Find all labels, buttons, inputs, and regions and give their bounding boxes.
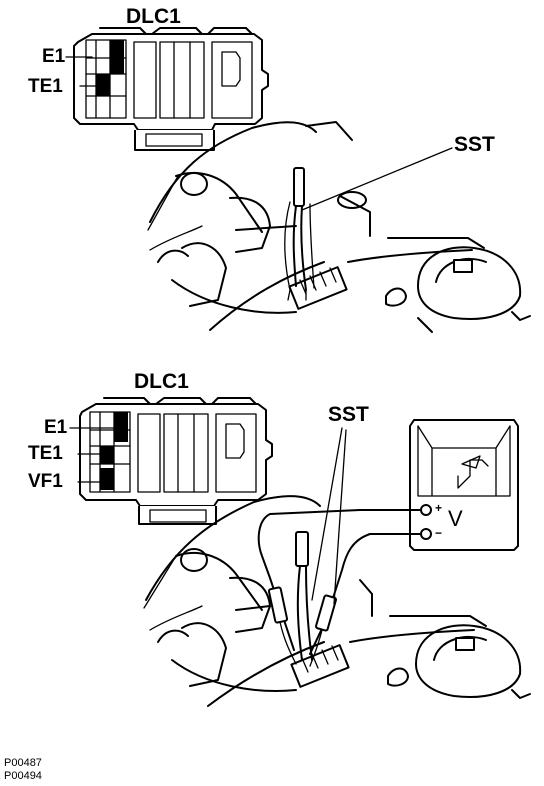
- strut-mount-top: [417, 246, 522, 320]
- te1-terminal-bottom: [100, 446, 114, 464]
- pin-label-vf1-bottom: VF1: [28, 471, 63, 492]
- dlc1-connector-bottom: [79, 397, 273, 525]
- strut-mount-bottom: [415, 624, 522, 698]
- voltmeter: [409, 419, 519, 551]
- e1-terminal-top: [110, 40, 124, 74]
- e1-terminal-bottom: [114, 412, 128, 442]
- pin-label-e1-top: E1: [42, 46, 66, 67]
- needle-icon: [457, 459, 489, 489]
- voltmeter-plus-sign: +: [435, 501, 443, 515]
- sst-leader-bottom-b: [333, 429, 347, 605]
- sst-label-bottom: SST: [328, 403, 369, 426]
- check-connector-bottom: [290, 644, 350, 688]
- sst-leader-top: [301, 147, 453, 211]
- sst-label-top: SST: [454, 133, 495, 156]
- negative-terminal: [420, 528, 432, 540]
- pin-leader-lines: [65, 56, 119, 483]
- figure-code-2: P00494: [4, 770, 42, 782]
- positive-terminal: [420, 504, 432, 516]
- pin-label-te1-bottom: TE1: [28, 443, 63, 464]
- test-leads: [257, 427, 422, 667]
- te1-terminal-top: [96, 74, 110, 96]
- sst-probe-top: [284, 147, 453, 301]
- voltmeter-minus-sign: −: [435, 526, 443, 540]
- dlc1-title-bottom: DLC1: [134, 370, 189, 393]
- dlc1-connector-top: [73, 27, 269, 151]
- vf1-terminal-bottom: [100, 468, 114, 490]
- engine-bay-bottom: [143, 495, 531, 707]
- dlc1-title-top: DLC1: [126, 5, 181, 28]
- engine-bay-top: [147, 121, 531, 333]
- voltmeter-symbol: V: [448, 506, 463, 531]
- pin-label-e1-bottom: E1: [44, 417, 68, 438]
- figure-code-1: P00487: [4, 757, 42, 769]
- sst-leader-bottom-a: [311, 427, 343, 601]
- pin-label-te1-top: TE1: [28, 76, 63, 97]
